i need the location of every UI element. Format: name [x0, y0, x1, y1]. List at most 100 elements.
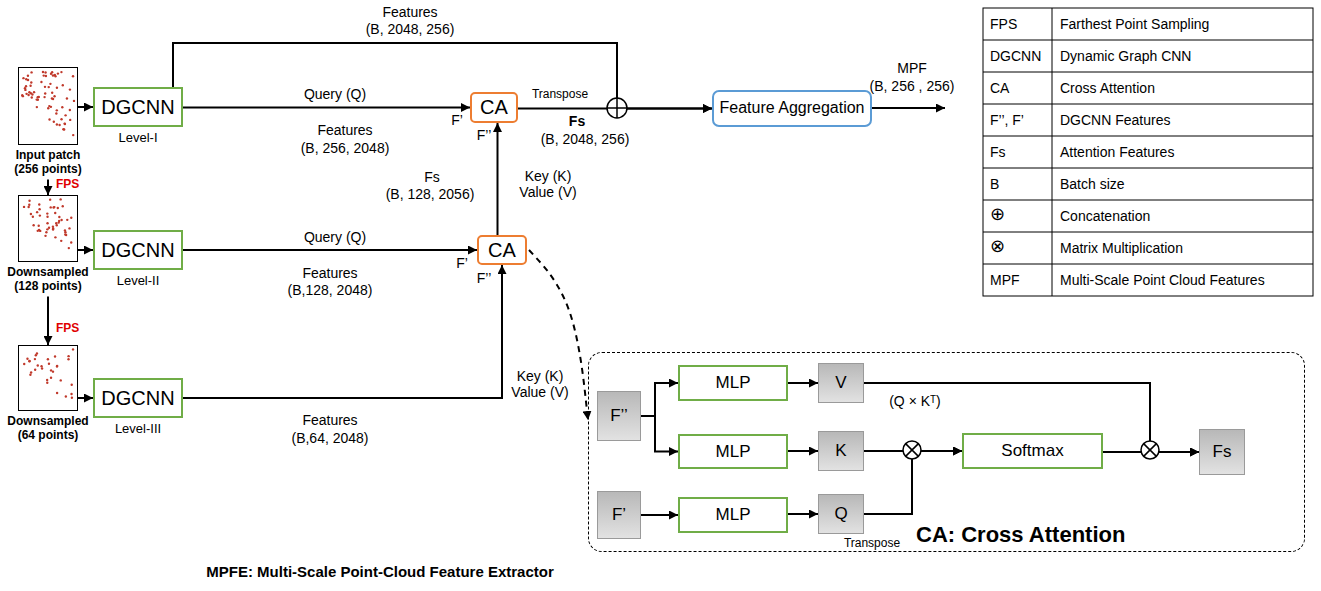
dimension-label: Features	[302, 265, 357, 281]
box-label: DGCNN	[101, 239, 174, 262]
data-flow-arrow	[183, 265, 502, 398]
data-flow-arrow	[641, 514, 678, 516]
table-cell: Farthest Point Sampling	[1060, 16, 1209, 32]
dimension-label: (B, 128, 2056)	[386, 186, 475, 202]
box-label: F’’	[610, 406, 628, 426]
table-cell: Fs	[990, 144, 1006, 160]
level-label: Level-I	[93, 131, 183, 146]
dimension-label: F’	[451, 112, 463, 128]
level-label: Level-II	[93, 274, 183, 289]
softmax-box: Softmax	[962, 433, 1103, 469]
feature-block: F’	[597, 491, 641, 539]
value-block: V	[818, 363, 864, 403]
box-label: DGCNN	[101, 96, 174, 119]
panel-title: CA: Cross Attention	[916, 522, 1125, 547]
feature-block: F’’	[597, 391, 641, 441]
box-label: CA	[480, 96, 508, 119]
point-cloud-illustration	[21, 71, 75, 399]
legend-table-grid	[983, 8, 1313, 296]
data-flow-arrow	[78, 397, 93, 399]
edge-label: Key (K) Value (V)	[508, 368, 572, 400]
data-flow-arrow	[788, 382, 818, 384]
box-label: F’	[612, 505, 626, 525]
dimension-label: Fs	[569, 113, 585, 129]
data-flow-arrow	[78, 249, 93, 251]
table-cell: MPF	[990, 272, 1020, 288]
figure-caption: MPFE: Multi-Scale Point-Cloud Feature Ex…	[206, 563, 554, 580]
output-arrow	[872, 108, 945, 109]
patch-frame	[18, 195, 78, 262]
box-label: CA	[488, 239, 516, 262]
table-cell: FPS	[990, 16, 1017, 32]
box-label: Q	[834, 504, 847, 524]
patch-caption: Downsampled (64 points)	[3, 415, 93, 443]
data-flow-arrow	[788, 513, 818, 515]
table-cell: Attention Features	[1060, 144, 1174, 160]
dgcnn-outline: DGCNN	[93, 230, 183, 270]
patch-caption: Downsampled (128 points)	[3, 266, 93, 294]
box-label: DGCNN	[101, 387, 174, 410]
data-flow-arrow	[788, 450, 818, 452]
box-label: Fs	[1213, 442, 1232, 462]
table-cell: Cross Attention	[1060, 80, 1155, 96]
dimension-label: Features	[302, 412, 357, 428]
patch-caption: Input patch (256 points)	[3, 149, 93, 177]
edge-label: Query (Q)	[304, 86, 366, 102]
input-patch: Input patch (256 points)	[3, 67, 93, 177]
box-label: MLP	[716, 442, 751, 462]
cross-attention-box: CA	[477, 235, 527, 265]
dgcnn-box: DGCNN Level-I	[93, 87, 183, 146]
data-flow-arrow	[641, 383, 678, 416]
box-label: MLP	[716, 505, 751, 525]
data-flow-arrow	[47, 180, 49, 195]
data-flow-arrow	[78, 106, 93, 108]
cross-attention-box: CA	[470, 92, 518, 123]
edge-label: Transpose	[532, 88, 588, 102]
matmul-symbol	[1141, 441, 1159, 459]
dimension-label: (B, 2048, 256)	[366, 21, 455, 37]
table-cell: Batch size	[1060, 176, 1125, 192]
key-block: K	[818, 431, 864, 471]
dimension-label: (B,64, 2048)	[291, 430, 368, 446]
dimension-label: Features	[382, 4, 437, 20]
attention-feature-block: Fs	[1199, 429, 1245, 475]
dimension-label: (B,128, 2048)	[288, 282, 373, 298]
edge-label: Query (Q)	[304, 229, 366, 245]
table-cell: Concatenation	[1060, 208, 1150, 224]
dimension-label: Features	[317, 122, 372, 138]
dimension-label: F’	[456, 255, 468, 271]
data-flow-arrow	[183, 107, 470, 109]
dimension-label: F’’	[477, 270, 492, 286]
downsampled-patch: Downsampled (64 points)	[3, 345, 93, 443]
box-label: V	[835, 373, 846, 393]
dimension-label: Fs	[424, 169, 440, 185]
cross-attention-panel: CA: Cross AttentionF’’MLPMLPF’MLPVKQSoft…	[588, 352, 1305, 552]
dimension-label: F’’	[477, 127, 492, 143]
dgcnn-box: DGCNN Level-III	[93, 378, 183, 437]
matmul-symbol	[903, 441, 921, 459]
table-cell: Multi-Scale Point Cloud Features	[1060, 272, 1265, 288]
patch-frame	[18, 67, 78, 145]
level-label: Level-III	[93, 422, 183, 437]
query-block: Q	[818, 494, 864, 534]
table-cell: B	[990, 176, 999, 192]
concat-symbol	[607, 98, 627, 118]
box-label: K	[835, 441, 846, 461]
dgcnn-outline: DGCNN	[93, 378, 183, 418]
mlp-box: MLP	[678, 434, 788, 469]
table-cell: ⊕	[990, 204, 1005, 225]
table-cell: Matrix Multiplication	[1060, 240, 1183, 256]
data-flow-arrow	[47, 297, 49, 345]
dimension-label: (B, 256, 2048)	[301, 140, 390, 156]
data-flow-arrow	[864, 451, 962, 514]
data-flow-arrow	[497, 123, 499, 235]
table-cell: DGCNN	[990, 48, 1041, 64]
edge-label: FPS	[56, 322, 79, 336]
edge-label: Key (K) Value (V)	[513, 168, 583, 200]
dgcnn-box: DGCNN Level-II	[93, 230, 183, 289]
downsampled-patch: Downsampled (128 points)	[3, 195, 93, 294]
edge-label: Transpose	[844, 537, 900, 551]
dimension-label: MPF	[897, 60, 927, 76]
